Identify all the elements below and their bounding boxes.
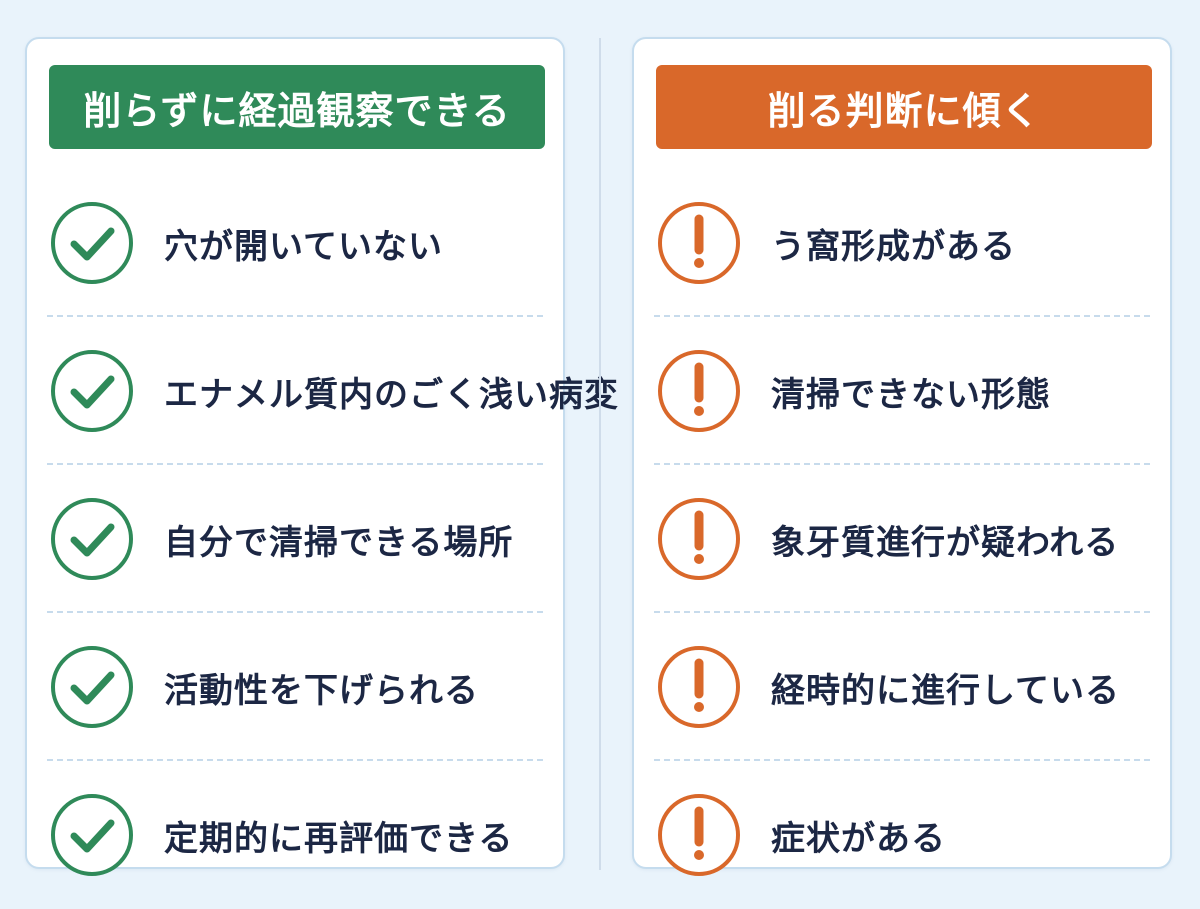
item-label: 清掃できない形態 [771, 374, 1051, 415]
list-item: 定期的に再評価できる [27, 761, 563, 909]
item-label: 定期的に再評価できる [164, 818, 514, 859]
list-item: 経時的に進行している [634, 613, 1170, 761]
check-circle-icon [49, 644, 135, 730]
list-item: 象牙質進行が疑われる [634, 465, 1170, 613]
observation-list: 穴が開いていない エナメル質内のごく浅い病変 自分で清掃できる場所 活動性を下げ… [27, 169, 618, 909]
item-label: 経時的に進行している [771, 670, 1120, 711]
item-label: 症状がある [771, 818, 946, 859]
observation-panel: 削らずに経過観察できる 穴が開いていない エナメル質内のごく浅い病変 自分で清掃… [25, 37, 618, 876]
observation-header: 削らずに経過観察できる [49, 65, 545, 149]
treatment-panel: 削る判断に傾く う窩形成がある 清掃できない形態 象牙質進行が疑われる 経時的に… [632, 37, 1172, 876]
item-label: 穴が開いていない [164, 226, 443, 267]
list-item: う窩形成がある [634, 169, 1170, 317]
item-label: エナメル質内のごく浅い病変 [164, 374, 619, 415]
list-item: 穴が開いていない [27, 169, 563, 317]
check-circle-icon [49, 496, 135, 582]
exclamation-circle-icon [656, 644, 742, 730]
item-label: う窩形成がある [771, 226, 1016, 267]
list-item: エナメル質内のごく浅い病変 [27, 317, 618, 465]
item-label: 象牙質進行が疑われる [771, 522, 1120, 563]
exclamation-circle-icon [656, 496, 742, 582]
list-item: 活動性を下げられる [27, 613, 563, 761]
list-item: 清掃できない形態 [634, 317, 1170, 465]
treatment-header: 削る判断に傾く [656, 65, 1152, 149]
list-item: 症状がある [634, 761, 1170, 909]
check-circle-icon [49, 792, 135, 878]
exclamation-circle-icon [656, 348, 742, 434]
exclamation-circle-icon [656, 792, 742, 878]
treatment-list: う窩形成がある 清掃できない形態 象牙質進行が疑われる 経時的に進行している 症… [634, 169, 1170, 909]
item-label: 活動性を下げられる [164, 670, 479, 711]
check-circle-icon [49, 200, 135, 286]
item-label: 自分で清掃できる場所 [164, 522, 514, 563]
check-circle-icon [49, 348, 135, 434]
center-divider [599, 38, 601, 870]
list-item: 自分で清掃できる場所 [27, 465, 563, 613]
exclamation-circle-icon [656, 200, 742, 286]
